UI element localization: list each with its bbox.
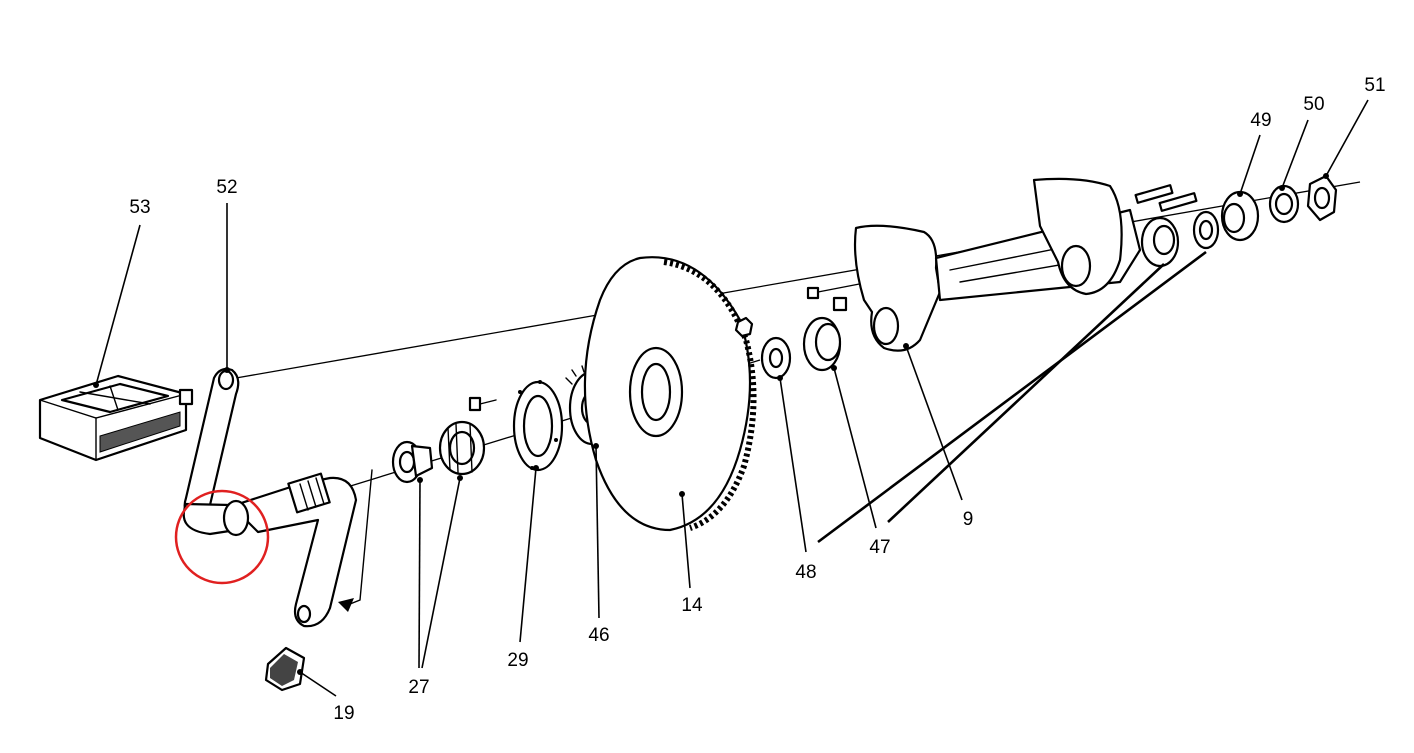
lock-washer-part [760, 336, 792, 380]
callout-50: 50 [1303, 94, 1324, 115]
small-nut-part [734, 316, 754, 338]
callout-29: 29 [507, 650, 528, 671]
callout-14: 14 [681, 595, 703, 616]
knob-part [264, 646, 306, 692]
callout-48: 48 [795, 562, 816, 583]
callout-47: 47 [869, 537, 890, 558]
hex-nut-part [1306, 174, 1338, 222]
axis-arrow-head [338, 598, 354, 612]
callout-49: 49 [1250, 110, 1271, 131]
highlight-circle [174, 489, 270, 585]
lock-washer-right-part [1192, 210, 1220, 250]
washer-part [1268, 184, 1300, 224]
leader-lines [93, 99, 1369, 697]
bushing-parts [391, 420, 486, 484]
frame-bolt-part [806, 279, 881, 312]
large-sprocket-part [583, 256, 757, 532]
pedal-part [38, 374, 194, 462]
screw-part [468, 396, 497, 412]
flange-plate-part [512, 380, 564, 472]
callout-53: 53 [129, 197, 150, 218]
callout-9: 9 [963, 509, 974, 530]
callout-51: 51 [1364, 75, 1385, 96]
callout-46: 46 [588, 625, 609, 646]
bearing-part [1220, 190, 1260, 242]
frame-bracket-part [853, 177, 1198, 352]
bearing-cup-part [802, 316, 842, 372]
bearing-cup-right-part [1140, 216, 1180, 268]
assembly-axis [235, 181, 1361, 379]
callout-52: 52 [216, 177, 237, 198]
callout-27: 27 [408, 677, 429, 698]
callout-19: 19 [333, 703, 354, 724]
